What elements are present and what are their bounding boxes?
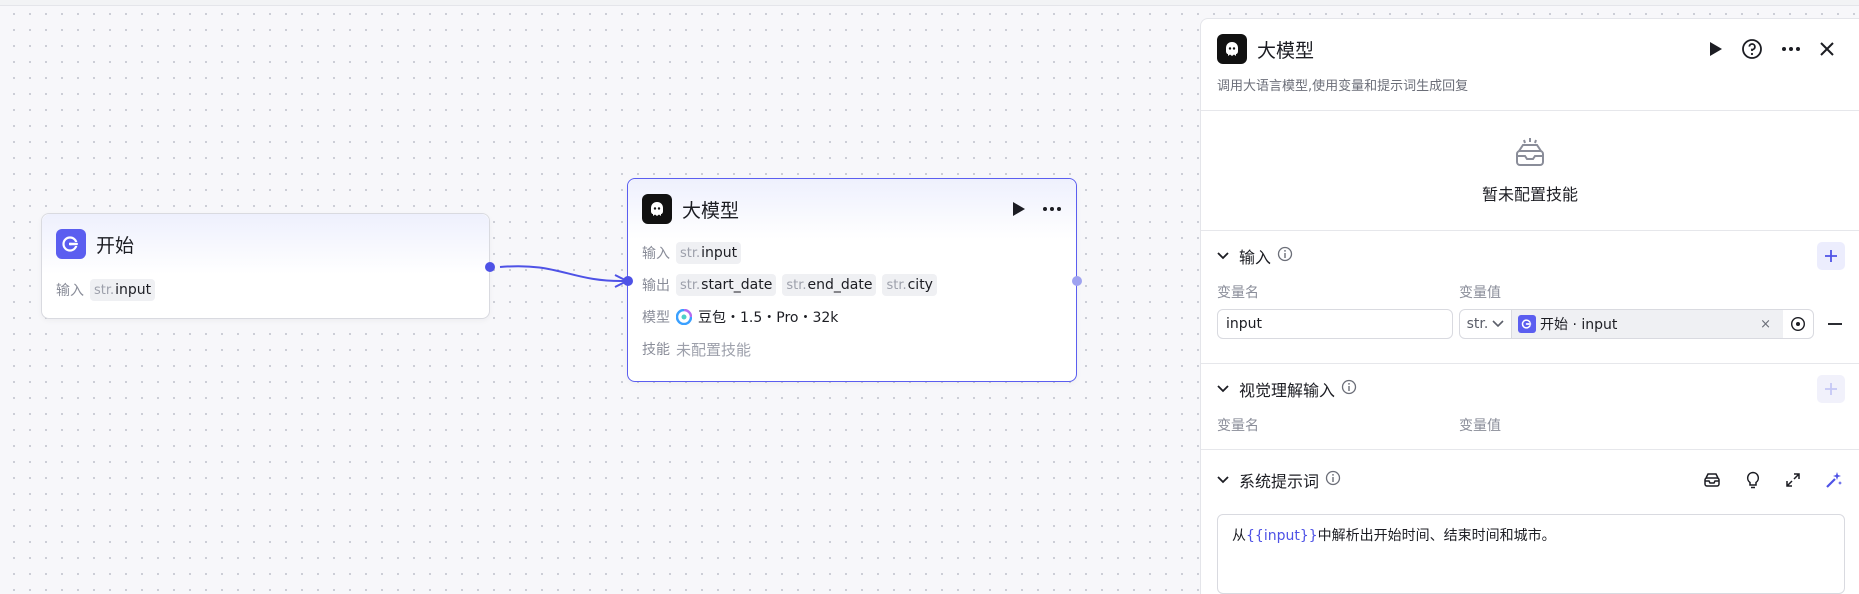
close-icon[interactable]	[1819, 41, 1835, 57]
chevron-down-icon[interactable]	[1217, 476, 1229, 484]
reference-text: 开始 · input	[1540, 317, 1618, 333]
output-tag-city: str.city	[882, 274, 937, 296]
column-variable-value: 变量值	[1459, 418, 1501, 434]
info-icon[interactable]	[1325, 470, 1341, 490]
chevron-down-icon[interactable]	[1217, 385, 1229, 393]
input-label: 输入	[56, 283, 84, 299]
help-icon[interactable]	[1741, 38, 1763, 60]
doubao-logo-icon	[676, 309, 692, 325]
more-icon[interactable]	[1781, 46, 1801, 52]
node-config-panel: 大模型 调用大语言模型,使用变量和提示词生成回复 暂未配置技能 输入 变量名 变…	[1200, 18, 1859, 594]
input-label: 输入	[642, 246, 670, 262]
type-select[interactable]: str.	[1460, 310, 1512, 338]
system-prompt-section: 系统提示词 从{{input}}中解析出开始时间、结束时间和城市。	[1201, 450, 1859, 594]
panel-description: 调用大语言模型,使用变量和提示词生成回复	[1217, 79, 1469, 94]
column-variable-value: 变量值	[1459, 285, 1501, 301]
llm-node[interactable]: 大模型 输入 str.input 输出 str.start_date str.e…	[627, 178, 1077, 382]
llm-icon	[642, 194, 672, 224]
model-label: 模型	[642, 310, 670, 326]
prompt-library-icon[interactable]	[1703, 471, 1721, 489]
llm-model-row: 模型 豆包・1.5・Pro・32k	[628, 303, 1076, 331]
clear-reference-icon[interactable]: ×	[1760, 316, 1771, 332]
info-icon[interactable]	[1277, 246, 1293, 266]
chevron-down-icon[interactable]	[1217, 252, 1229, 260]
start-node-header: 开始	[42, 214, 489, 274]
llm-node-title: 大模型	[682, 199, 740, 222]
more-icon[interactable]	[1042, 206, 1062, 212]
start-node-input-row: 输入 str.input	[42, 276, 489, 304]
vision-section-title: 视觉理解输入	[1239, 381, 1336, 400]
column-variable-name: 变量名	[1217, 285, 1259, 301]
start-icon	[56, 229, 86, 259]
output-tag-end-date: str.end_date	[782, 274, 877, 296]
prompt-variable: {{input}}	[1246, 528, 1318, 544]
variable-value-field: str. 开始 · input ×	[1459, 309, 1814, 339]
llm-icon	[1217, 34, 1247, 64]
type-select-value: str.	[1466, 316, 1489, 332]
input-variable-row: input str. 开始 · input ×	[1217, 309, 1845, 339]
skill-label: 技能	[642, 342, 670, 358]
skill-empty-state: 暂未配置技能	[1201, 111, 1859, 231]
start-node[interactable]: 开始 输入 str.input	[41, 213, 490, 319]
expand-icon[interactable]	[1785, 472, 1801, 488]
start-icon	[1518, 315, 1536, 333]
llm-node-header: 大模型	[628, 179, 1076, 239]
start-node-title: 开始	[96, 234, 135, 257]
column-variable-name: 变量名	[1217, 418, 1259, 434]
variable-reference-chip[interactable]: 开始 · input ×	[1512, 310, 1783, 338]
info-icon[interactable]	[1341, 379, 1357, 399]
output-label: 输出	[642, 278, 670, 294]
llm-node-output-port[interactable]	[1072, 276, 1082, 286]
prompt-text: 中解析出开始时间、结束时间和城市。	[1317, 528, 1556, 544]
start-node-output-port[interactable]	[485, 262, 495, 272]
remove-variable-button[interactable]	[1828, 323, 1842, 325]
variable-tag: str.input	[90, 279, 156, 301]
llm-input-row: 输入 str.input	[628, 239, 1076, 267]
add-input-button[interactable]	[1817, 242, 1845, 270]
vision-input-section: 视觉理解输入 变量名 变量值	[1201, 364, 1859, 450]
panel-header: 大模型 调用大语言模型,使用变量和提示词生成回复	[1201, 19, 1859, 111]
chevron-down-icon	[1492, 320, 1504, 328]
skill-empty-text: 暂未配置技能	[1481, 184, 1578, 204]
llm-output-row: 输出 str.start_date str.end_date str.city	[628, 271, 1076, 299]
top-bar	[0, 0, 1859, 6]
input-section: 输入 变量名 变量值 input str. 开始 · input ×	[1201, 231, 1859, 364]
llm-node-input-port[interactable]	[623, 276, 633, 286]
system-prompt-title: 系统提示词	[1239, 472, 1320, 491]
add-vision-input-button[interactable]	[1817, 375, 1845, 403]
output-tag-start-date: str.start_date	[676, 274, 777, 296]
system-prompt-editor[interactable]: 从{{input}}中解析出开始时间、结束时间和城市。	[1217, 514, 1845, 594]
variable-picker-icon[interactable]	[1783, 310, 1813, 338]
ai-optimize-icon[interactable]	[1825, 471, 1843, 489]
skill-value: 未配置技能	[676, 340, 752, 359]
llm-skill-row: 技能 未配置技能	[628, 335, 1076, 363]
model-value: 豆包・1.5・Pro・32k	[698, 310, 839, 326]
input-section-title: 输入	[1239, 248, 1272, 267]
variable-name-input[interactable]: input	[1217, 309, 1453, 339]
variable-tag: str.input	[676, 242, 742, 264]
play-icon[interactable]	[1709, 41, 1723, 57]
skill-box-icon	[1512, 137, 1548, 173]
play-icon[interactable]	[1012, 201, 1026, 217]
lightbulb-icon[interactable]	[1745, 471, 1761, 489]
prompt-text: 从	[1232, 528, 1246, 544]
panel-title: 大模型	[1257, 39, 1315, 62]
